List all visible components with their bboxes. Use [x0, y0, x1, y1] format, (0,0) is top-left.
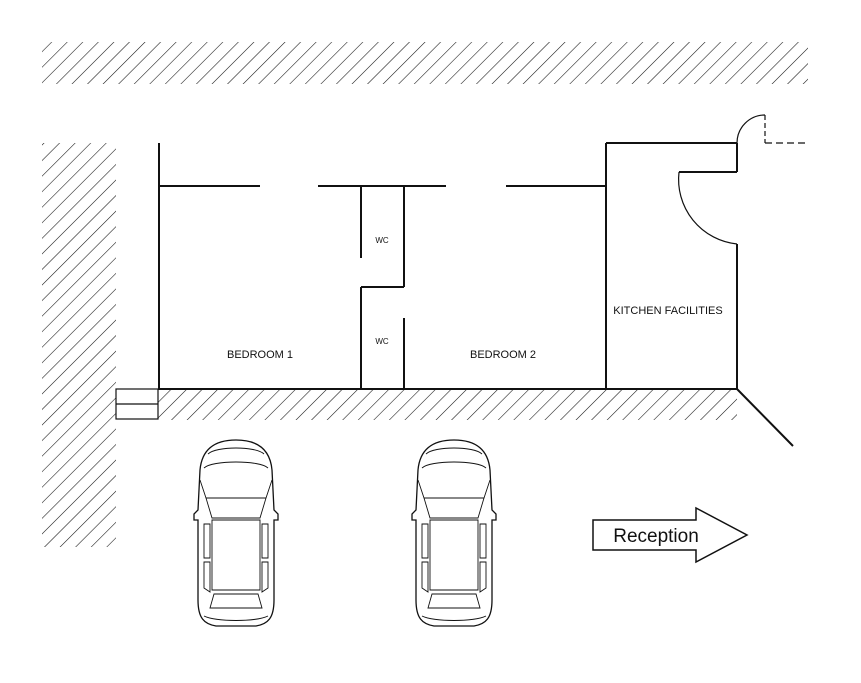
wc-lower-label: WC	[375, 337, 389, 346]
bedroom-1-label: BEDROOM 1	[227, 349, 293, 361]
top-hatched-boundary	[42, 42, 808, 84]
left-hatched-boundary	[42, 143, 116, 547]
wc-upper-label: WC	[375, 236, 389, 245]
entry-step	[115, 388, 159, 420]
door-swing-icon	[677, 171, 738, 245]
kitchen-label: KITCHEN FACILITIES	[613, 305, 722, 317]
car-1-icon	[193, 439, 279, 627]
building-walls	[158, 142, 794, 447]
car-2-icon	[411, 439, 497, 627]
bedroom-2-label: BEDROOM 2	[470, 349, 536, 361]
reception-label: Reception	[613, 526, 699, 547]
exterior-door-icon	[736, 114, 808, 144]
reception-arrow-icon	[592, 506, 749, 564]
bottom-hatched-walkway	[158, 390, 737, 420]
